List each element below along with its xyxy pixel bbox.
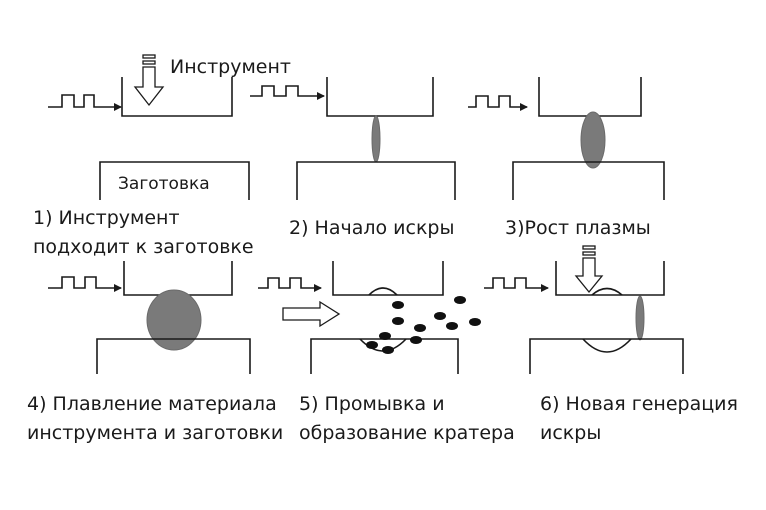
step-1-caption-line-1: 1) Инструмент bbox=[33, 207, 180, 229]
pulse-signal bbox=[258, 277, 322, 292]
step-5-caption-line-2: образование кратера bbox=[299, 422, 515, 444]
particle bbox=[392, 317, 404, 325]
panel-2: 2) Начало искры bbox=[250, 77, 456, 239]
step-1-caption-line-2: подходит к заготовке bbox=[33, 236, 254, 258]
particle bbox=[410, 336, 422, 344]
workpiece-crater bbox=[582, 338, 632, 353]
tool-electrode bbox=[121, 77, 233, 117]
workpiece bbox=[529, 338, 684, 374]
pulse-signal bbox=[48, 276, 122, 292]
workpiece bbox=[310, 338, 459, 374]
tool-electrode bbox=[332, 261, 444, 296]
particle bbox=[414, 324, 426, 332]
tool-electrode bbox=[555, 261, 665, 296]
tool-crater bbox=[591, 287, 623, 296]
tool-electrode bbox=[326, 77, 434, 117]
step-4-caption-line-2: инструмента и заготовки bbox=[27, 422, 283, 444]
particle bbox=[379, 332, 391, 340]
tool-crater bbox=[368, 287, 398, 296]
pulse-signal bbox=[484, 277, 549, 292]
new-spark-channel bbox=[635, 295, 645, 341]
debris-particles bbox=[366, 296, 481, 354]
step-6-caption-line-2: искры bbox=[540, 422, 601, 444]
panel-6: 6) Новая генерация искры bbox=[484, 245, 738, 444]
spark-channel bbox=[371, 115, 381, 163]
workpiece bbox=[512, 161, 665, 200]
step-4-caption-line-1: 4) Плавление материала bbox=[27, 393, 277, 415]
tool-feed-arrow bbox=[133, 54, 165, 107]
step-6-caption-line-1: 6) Новая генерация bbox=[540, 393, 738, 415]
plasma-channel bbox=[580, 111, 606, 169]
step-2-caption: 2) Начало искры bbox=[289, 217, 454, 239]
pulse-signal bbox=[48, 94, 122, 111]
panel-4: 4) Плавление материала инструмента и заг… bbox=[27, 261, 283, 444]
workpiece bbox=[296, 161, 456, 200]
step-3-caption: 3)Рост плазмы bbox=[505, 217, 651, 239]
molten-plasma-bubble bbox=[146, 289, 202, 351]
flush-arrow bbox=[282, 300, 341, 328]
pulse-signal bbox=[250, 85, 325, 100]
particle bbox=[366, 341, 378, 349]
tool-feed-arrow bbox=[574, 245, 604, 294]
step-5-caption-line-1: 5) Промывка и bbox=[299, 393, 445, 415]
particle bbox=[469, 318, 481, 326]
particle bbox=[392, 301, 404, 309]
workpiece bbox=[99, 161, 250, 200]
workpiece bbox=[96, 338, 251, 374]
tool-electrode bbox=[538, 77, 642, 117]
particle bbox=[446, 322, 458, 330]
particle bbox=[382, 346, 394, 354]
tool-label: Инструмент bbox=[170, 56, 291, 78]
particle bbox=[434, 312, 446, 320]
panel-5: 5) Промывка и образование кратера bbox=[258, 261, 515, 444]
particle bbox=[454, 296, 466, 304]
panel-1: Инструмент Заготовка 1) Инструмент подхо… bbox=[33, 54, 291, 258]
panel-3: 3)Рост плазмы bbox=[468, 77, 665, 239]
pulse-signal bbox=[468, 95, 528, 111]
workpiece-label: Заготовка bbox=[118, 174, 210, 194]
